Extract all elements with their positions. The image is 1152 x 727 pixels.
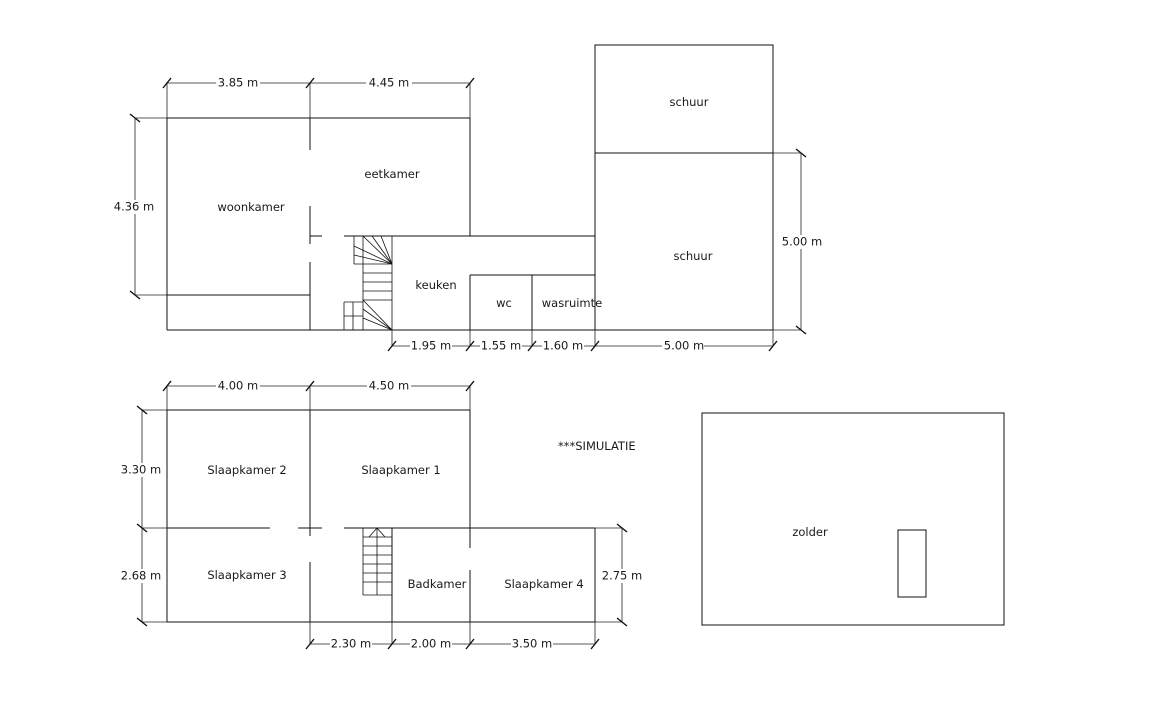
- ground-bottom-dimension: 1.95 m 1.55 m 1.60 m 5.00 m: [387, 330, 778, 353]
- ground-left-dimension: 4.36 m: [112, 113, 167, 300]
- first-bottom-dimension: 2.30 m 2.00 m 3.50 m: [305, 622, 600, 651]
- simulation-watermark: ***SIMULATIE: [558, 439, 636, 453]
- dim-ground-bottom-3: 1.60 m: [543, 339, 583, 353]
- room-slaapkamer-1: Slaapkamer 1: [361, 463, 440, 477]
- dim-ground-right-height: 5.00 m: [782, 235, 822, 249]
- room-slaapkamer-2: Slaapkamer 2: [207, 463, 286, 477]
- room-schuur-top: schuur: [670, 95, 709, 109]
- dim-first-right: 2.75 m: [602, 569, 642, 583]
- first-right-dimension: 2.75 m: [595, 523, 645, 627]
- dim-ground-bottom-2: 1.55 m: [481, 339, 521, 353]
- dim-first-bottom-1: 2.30 m: [331, 637, 371, 651]
- ground-right-dimension: 5.00 m: [773, 148, 825, 335]
- room-slaapkamer-4: Slaapkamer 4: [504, 577, 583, 591]
- dim-first-top-right: 4.50 m: [369, 379, 409, 393]
- dim-first-left-top: 3.30 m: [121, 463, 161, 477]
- room-slaapkamer-3: Slaapkamer 3: [207, 568, 286, 582]
- room-zolder: zolder: [792, 525, 828, 539]
- dim-ground-bottom-1: 1.95 m: [411, 339, 451, 353]
- dim-first-bottom-2: 2.00 m: [411, 637, 451, 651]
- dim-first-bottom-3: 3.50 m: [512, 637, 552, 651]
- room-badkamer: Badkamer: [408, 577, 467, 591]
- ground-floor-plan: woonkamer eetkamer keuken wc wasruimte s…: [112, 44, 825, 353]
- dim-ground-top-right: 4.45 m: [369, 76, 409, 90]
- ground-floor-stair: [343, 235, 393, 331]
- room-wasruimte: wasruimte: [542, 296, 602, 310]
- first-floor-plan: Slaapkamer 2 Slaapkamer 1 Slaapkamer 3 B…: [119, 379, 645, 651]
- room-keuken: keuken: [415, 278, 456, 292]
- room-wc: wc: [496, 296, 512, 310]
- dim-first-top-left: 4.00 m: [218, 379, 258, 393]
- dim-first-left-bottom: 2.68 m: [121, 569, 161, 583]
- dim-ground-left-height: 4.36 m: [114, 200, 154, 214]
- room-woonkamer: woonkamer: [217, 200, 285, 214]
- ground-top-dimension: 3.85 m 4.45 m: [162, 76, 475, 118]
- room-eetkamer: eetkamer: [364, 167, 419, 181]
- attic-plan: zolder: [701, 412, 1005, 626]
- first-left-dimension: 3.30 m 2.68 m: [119, 405, 167, 627]
- first-floor-stair: [362, 527, 392, 596]
- room-schuur-main: schuur: [674, 249, 713, 263]
- attic-skylight: [897, 529, 927, 598]
- first-top-dimension: 4.00 m 4.50 m: [162, 379, 475, 410]
- dim-ground-bottom-4: 5.00 m: [664, 339, 704, 353]
- dim-ground-top-left: 3.85 m: [218, 76, 258, 90]
